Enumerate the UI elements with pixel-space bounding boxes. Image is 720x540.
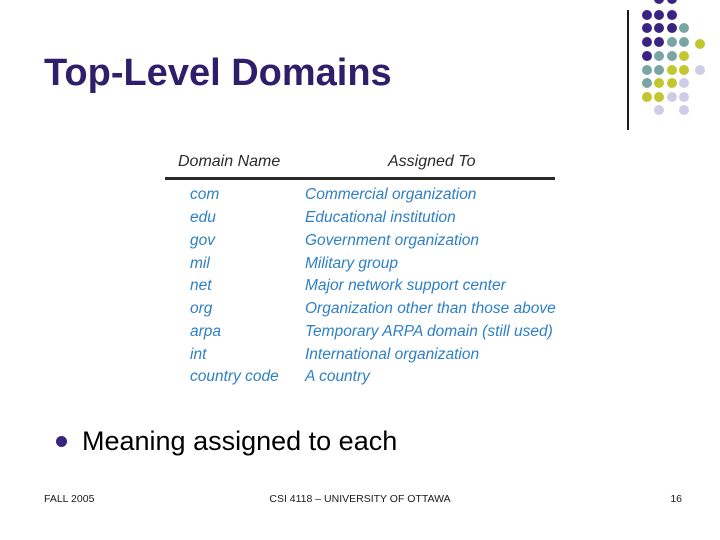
table-row: edu Educational institution — [165, 207, 557, 230]
table-row: arpa Temporary ARPA domain (still used) — [165, 321, 557, 344]
page-title: Top-Level Domains — [44, 52, 392, 94]
assigned-to-cell: Major network support center — [305, 277, 506, 295]
decoration-dot — [642, 65, 652, 75]
table-row: org Organization other than those above — [165, 298, 557, 321]
decoration-dot — [654, 65, 664, 75]
decoration-dot — [667, 92, 677, 102]
assigned-to-cell: Educational institution — [305, 209, 456, 227]
decoration-dot — [654, 10, 664, 20]
decoration-dot — [642, 92, 652, 102]
decoration-dot — [667, 78, 677, 88]
decoration-dot — [667, 23, 677, 33]
decoration-dot — [642, 10, 652, 20]
decoration-dot — [654, 51, 664, 61]
footer-term: FALL 2005 — [44, 493, 95, 505]
decoration-dot — [667, 51, 677, 61]
decoration-dot — [695, 39, 705, 49]
table-row: net Major network support center — [165, 275, 557, 298]
domain-name-cell: com — [190, 186, 220, 204]
table-row: mil Military group — [165, 252, 557, 275]
assigned-to-cell: Temporary ARPA domain (still used) — [305, 322, 553, 340]
decoration-vertical-line — [627, 10, 629, 130]
bullet-item: Meaning assigned to each — [56, 426, 397, 456]
decoration-dot — [642, 37, 652, 47]
table-header-row: Domain Name Assigned To — [165, 148, 557, 177]
decoration-dot — [679, 105, 689, 115]
table-row: int International organization — [165, 343, 557, 366]
assigned-to-cell: International organization — [305, 345, 480, 363]
assigned-to-cell: Government organization — [305, 231, 480, 249]
decoration-dot — [654, 0, 664, 4]
decoration-dot — [679, 37, 689, 47]
table-row: country code A country — [165, 366, 557, 389]
decoration-dot — [679, 92, 689, 102]
decoration-dot — [654, 92, 664, 102]
domain-name-cell: net — [190, 277, 212, 295]
table-header-rule — [165, 177, 555, 180]
table-body: com Commercial organization edu Educatio… — [165, 184, 557, 389]
decoration-dot — [679, 78, 689, 88]
decoration-dot — [667, 0, 677, 4]
top-level-domains-table: Domain Name Assigned To com Commercial o… — [165, 148, 557, 389]
decoration-dot — [642, 23, 652, 33]
decoration-dot — [695, 65, 705, 75]
decoration-dot — [679, 51, 689, 61]
decoration-dot — [667, 65, 677, 75]
domain-name-cell: int — [190, 345, 207, 363]
domain-name-cell: arpa — [190, 322, 222, 340]
decoration-dot — [667, 37, 677, 47]
decoration-dot — [654, 23, 664, 33]
decoration-dot — [667, 10, 677, 20]
decoration-dot — [679, 65, 689, 75]
domain-name-cell: edu — [190, 209, 216, 227]
decoration-dot — [679, 23, 689, 33]
domain-name-cell: org — [190, 300, 213, 318]
decoration-dot — [642, 78, 652, 88]
assigned-to-cell: Military group — [305, 254, 399, 272]
domain-name-cell: country code — [190, 368, 279, 386]
decoration-dot — [642, 51, 652, 61]
column-header-domain-name: Domain Name — [178, 153, 281, 170]
table-row: gov Government organization — [165, 230, 557, 253]
page-number: 16 — [670, 493, 682, 505]
bullet-text: Meaning assigned to each — [82, 425, 398, 456]
assigned-to-cell: Organization other than those above — [305, 300, 556, 318]
decoration-dot — [654, 37, 664, 47]
footer-course-title: CSI 4118 – UNIVERSITY OF OTTAWA — [269, 493, 451, 505]
assigned-to-cell: A country — [305, 368, 370, 386]
decoration-dot — [654, 105, 664, 115]
column-header-assigned-to: Assigned To — [388, 153, 476, 170]
domain-name-cell: gov — [190, 231, 215, 249]
decoration-dot — [654, 78, 664, 88]
table-row: com Commercial organization — [165, 184, 557, 207]
assigned-to-cell: Commercial organization — [305, 186, 477, 204]
bullet-icon — [56, 435, 67, 447]
domain-name-cell: mil — [190, 254, 210, 272]
